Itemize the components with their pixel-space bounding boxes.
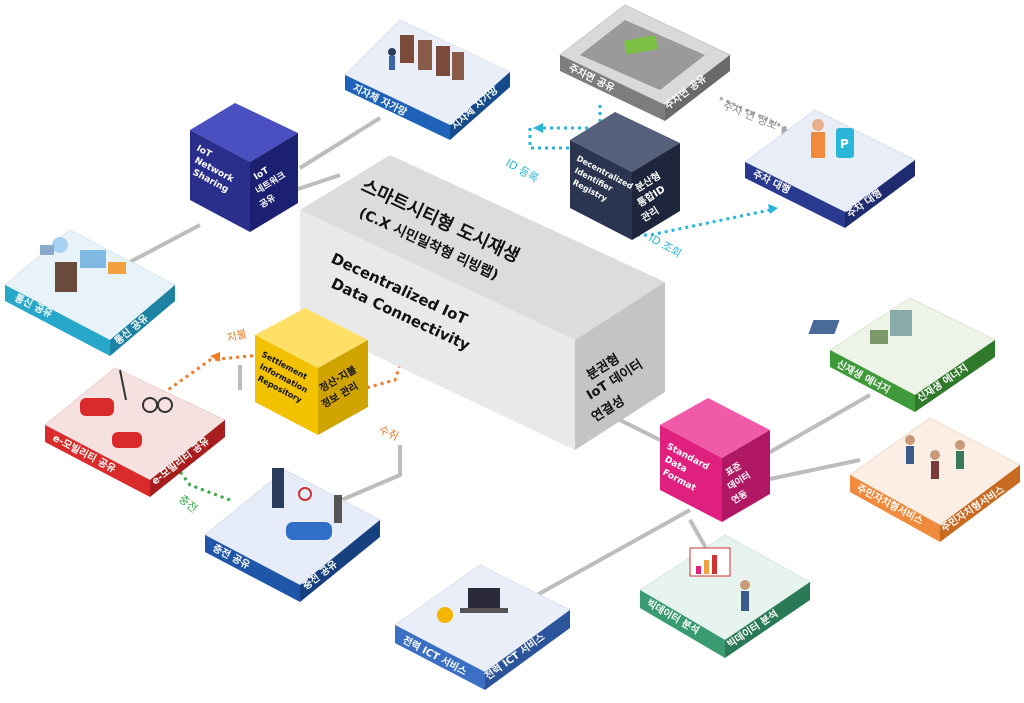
- tile-emobility: e-모빌리티 공유 e-모빌리티 공유: [44, 367, 226, 497]
- analytics-chart-icon: [689, 547, 750, 611]
- tile-local-network: 지자체 자가망 지자체 자가망: [344, 19, 511, 140]
- tile-renewable: 신재생 에너지 신재생 에너지: [808, 297, 996, 412]
- solar-panel-icon: [808, 310, 912, 344]
- tile-power-ict: 전력 ICT 서비스 전력 ICT 서비스: [394, 564, 571, 690]
- flow-label-id-register: ID 등록: [504, 156, 541, 185]
- flow-label-pay: 지불: [225, 327, 248, 345]
- parked-car-icon: [624, 35, 658, 55]
- hub-settlement: Settlement Information Repository 정산·지불 …: [255, 308, 368, 435]
- hub-id-registry: Decentralized Identifier Registry 분산형 통합…: [570, 112, 680, 240]
- tile-valet: P 주차 대행 주차 대행: [744, 109, 916, 228]
- flow-label-id-query: ID 조회: [647, 231, 684, 260]
- hub-standard-data: Standard Data Format 표준 데이터 연동: [660, 398, 770, 522]
- people-meeting-icon: [905, 435, 965, 479]
- svg-text:P: P: [840, 137, 849, 151]
- flow-label-receive: 수취: [377, 423, 401, 443]
- tile-parking-space: 주차면 공유 주차면 공유: [559, 4, 731, 121]
- tile-charging: 충전 공유 충전 공유: [204, 468, 381, 602]
- central-block: 스마트시티형 도시재생 (C.X 시민밀착형 리빙랩) Decentralize…: [300, 155, 665, 450]
- charging-station-icon: [272, 468, 342, 540]
- tile-bigdata: 빅데이터 분석 빅데이터 분석: [639, 534, 811, 658]
- valet-person-icon: P: [811, 119, 854, 158]
- cloud-devices-icon: [40, 237, 126, 292]
- tile-resident-service: 주민자치형서비스 주민자치형서비스: [849, 417, 1021, 542]
- server-rack-icon: [388, 35, 464, 80]
- tile-telecom: 통신 공유 통신 공유: [4, 229, 176, 356]
- scooter-car-icon: [80, 369, 173, 448]
- hub-iot-network: IoT Network Sharing IoT 네트워크 공유: [190, 103, 298, 232]
- flow-label-parking-info: 주차 면 정보: [721, 99, 779, 133]
- laptop-icon: [437, 588, 508, 623]
- flow-label-charge: 충전: [176, 492, 200, 515]
